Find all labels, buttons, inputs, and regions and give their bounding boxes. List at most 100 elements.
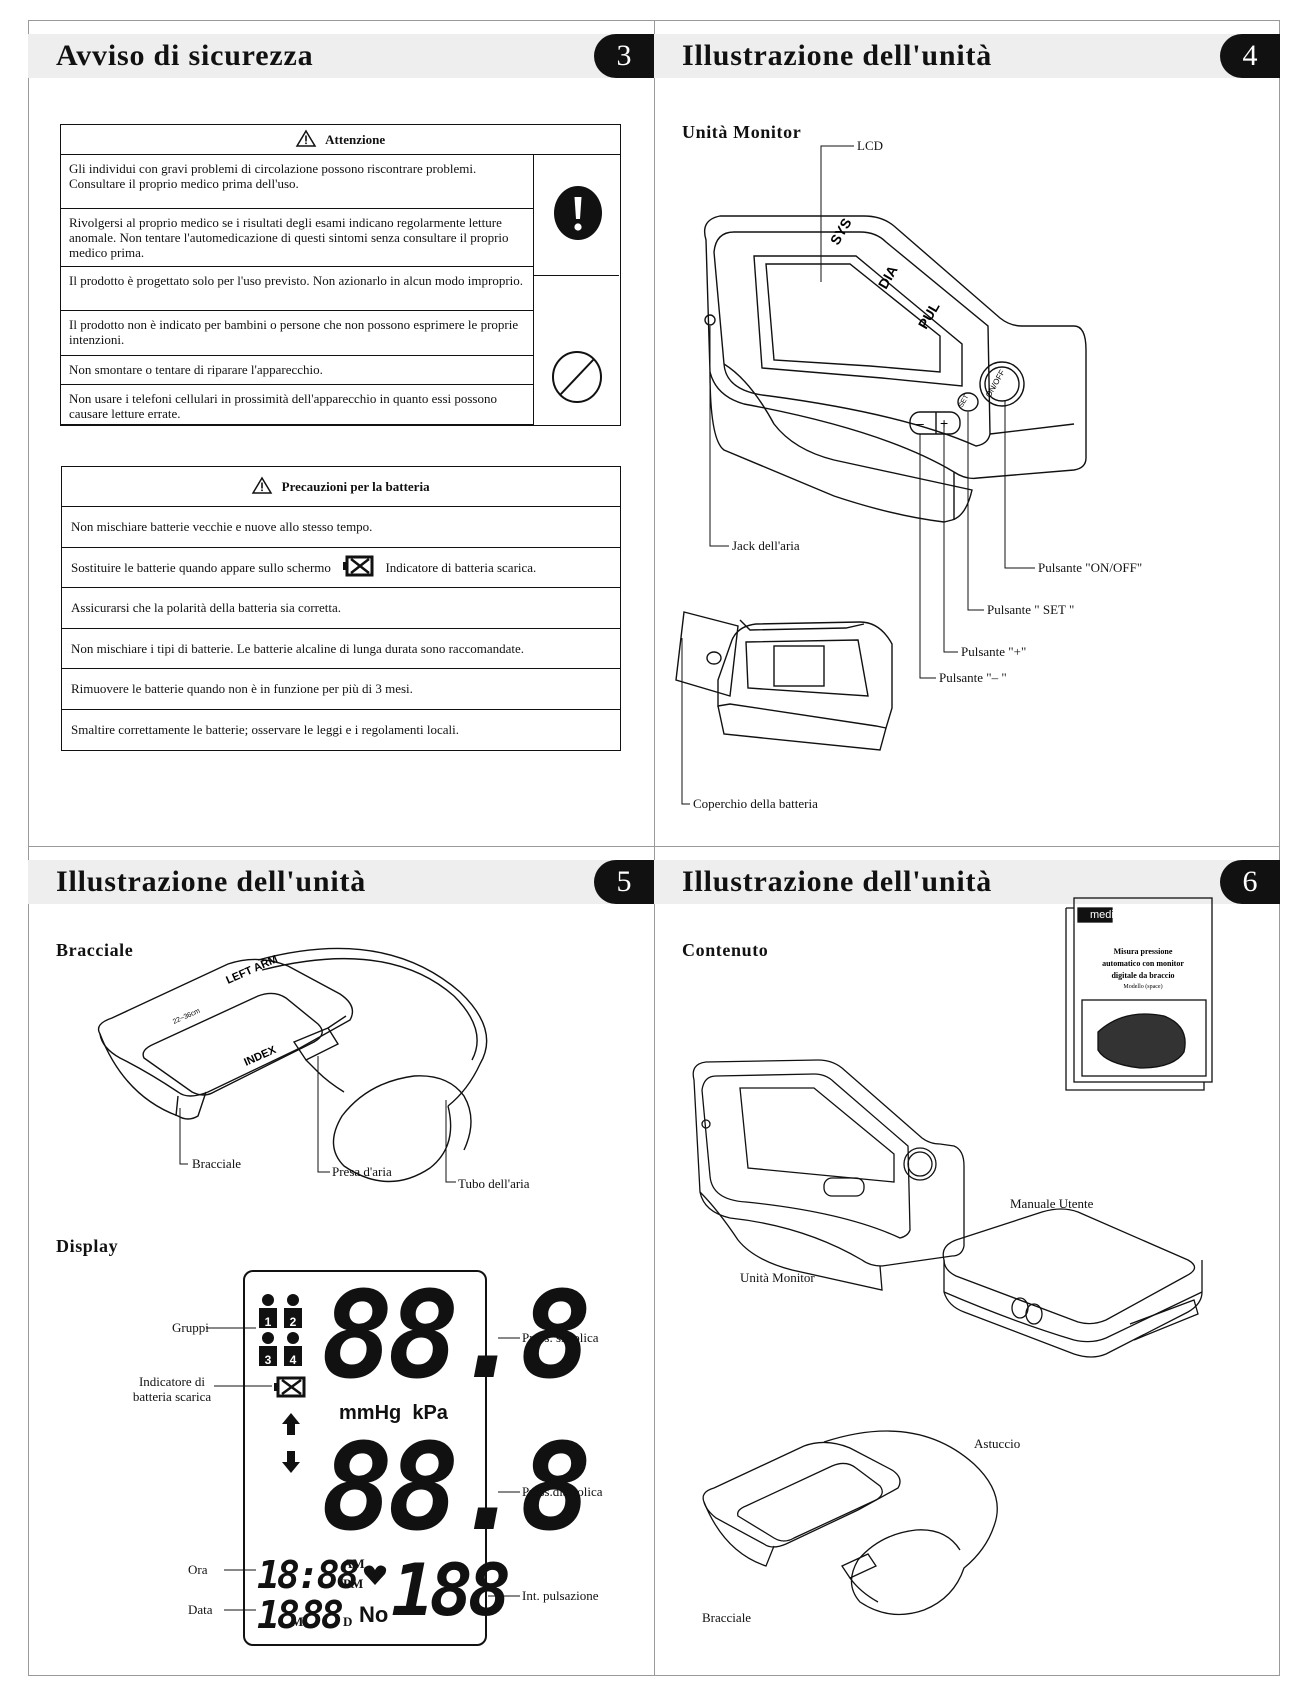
section-subtitle-cuff: Bracciale (56, 940, 134, 960)
monitor-unit-illustration: SYS DIA PUL ON/OFF SET – + (675, 145, 1087, 805)
battery-table: Precauzioni per la batteria Non mischiar… (61, 466, 621, 751)
label-time: Ora (188, 1562, 208, 1577)
page-5: Illustrazione dell'unità 5 Bracciale LEF… (28, 846, 654, 1674)
label-case: Astuccio (974, 1436, 1021, 1451)
manual-title-line4: Modello (space) (1123, 983, 1162, 990)
label-diastolic: Press.diastolica (522, 1484, 603, 1499)
warning-row: Il prodotto è progettato solo per l'uso … (61, 267, 533, 311)
lcd-time-digits: 18:88 (257, 1553, 359, 1597)
vertical-divider (654, 20, 655, 1676)
warning-row: Il prodotto non è indicato per bambini o… (61, 311, 533, 356)
page-number: 4 (1220, 34, 1280, 78)
page-number: 6 (1220, 860, 1280, 904)
arrow-up-icon (282, 1413, 300, 1435)
manual-title-line1: Misura pressione (1114, 947, 1173, 956)
battery-row: Rimuovere le batterie quando non è in fu… (62, 669, 620, 710)
svg-text:3: 3 (265, 1353, 272, 1367)
battery-row: Non mischiare i tipi di batterie. Le bat… (62, 629, 620, 669)
battery-heading: Precauzioni per la batteria (62, 467, 620, 507)
page-title: Illustrazione dell'unità (56, 865, 367, 898)
device-onoff-text: ON/OFF (984, 368, 1007, 399)
device-plus-icon: + (940, 415, 948, 431)
label-groups: Gruppi (172, 1320, 209, 1335)
label-systolic: Press. sistolica (522, 1330, 599, 1345)
svg-text:2: 2 (290, 1315, 297, 1329)
page-3: Avviso di sicurezza 3 Attenzione Gli ind… (28, 20, 654, 848)
display-leader-lines (206, 1327, 520, 1611)
warning-row: Gli individui con gravi problemi di circ… (61, 155, 533, 209)
label-plus-button: Pulsante "+" (961, 644, 1027, 659)
label-onoff-button: Pulsante "ON/OFF" (1038, 560, 1143, 575)
page-6: Illustrazione dell'unità 6 Contenuto (654, 846, 1280, 1674)
device-pul-label: PUL (915, 299, 943, 332)
low-battery-icon (342, 553, 374, 576)
horizontal-divider (28, 846, 1280, 847)
page-4: Illustrazione dell'unità 4 Unità Monitor (654, 20, 1280, 848)
warning-row: Non smontare o tentare di riparare l'app… (61, 356, 533, 385)
label-lcd: LCD (857, 138, 883, 153)
label-date: Data (188, 1602, 213, 1617)
page-3-header: Avviso di sicurezza 3 (28, 34, 654, 78)
exclamation-circle-icon (554, 186, 602, 240)
section-subtitle-display: Display (56, 1236, 119, 1256)
label-cuff: Bracciale (702, 1610, 752, 1625)
manual-title-line3: digitale da braccio (1111, 971, 1174, 980)
lcd-no: No (359, 1602, 389, 1627)
label-user-manual: Manuale Utente (1010, 1196, 1094, 1211)
warning-table: Attenzione Gli individui con gravi probl… (60, 124, 621, 426)
prohibition-icon (552, 351, 602, 403)
warning-triangle-icon (252, 470, 273, 494)
contents-illustrations: medicura Misura pressione automatico con… (692, 897, 1213, 1616)
section-subtitle: Unità Monitor (682, 122, 802, 142)
page-4-header: Illustrazione dell'unità 4 (654, 34, 1280, 78)
page-6-header: Illustrazione dell'unità 6 (654, 860, 1280, 904)
lcd-diastolic-digits: 88.8 (321, 1419, 592, 1558)
battery-row: Non mischiare batterie vecchie e nuove a… (62, 507, 620, 548)
lcd-date-month: 18 (257, 1593, 300, 1637)
warning-heading: Attenzione (61, 125, 620, 155)
svg-text:4: 4 (290, 1353, 297, 1367)
mandatory-icon-cell (533, 155, 619, 276)
arrow-down-icon (282, 1451, 300, 1473)
lcd-systolic-digits: 88.8 (321, 1267, 592, 1406)
lcd-date-day: 88 (301, 1593, 344, 1637)
label-set-button: Pulsante " SET " (987, 602, 1075, 617)
lcd-units: mmHg kPa (339, 1402, 448, 1424)
device-minus-icon: – (916, 415, 924, 431)
page-number: 3 (594, 34, 654, 78)
label-air-tube: Tubo dell'aria (458, 1176, 530, 1191)
warning-body: Gli individui con gravi problemi di circ… (61, 155, 620, 425)
manual-title-line2: automatico con monitor (1102, 959, 1184, 968)
page-5-header: Illustrazione dell'unità 5 (28, 860, 654, 904)
page-title: Illustrazione dell'unità (682, 865, 993, 898)
battery-row: Sostituire le batterie quando appare sul… (62, 548, 620, 588)
section-subtitle: Contenuto (682, 940, 769, 960)
battery-row: Assicurarsi che la polarità della batter… (62, 588, 620, 629)
warning-row: Rivolgersi al proprio medico se i risult… (61, 209, 533, 267)
label-minus-button: Pulsante "– " (939, 670, 1007, 685)
cuff-illustration: LEFT ARM INDEX 22~36cm (97, 947, 488, 1183)
svg-text:1: 1 (265, 1315, 272, 1329)
group-person-icons: 1 2 3 4 (259, 1294, 302, 1367)
lcd-pulse-digits: 188 (391, 1548, 511, 1632)
label-battery-cover: Coperchio della batteria (693, 796, 818, 811)
battery-row: Smaltire correttamente le batterie; osse… (71, 721, 460, 737)
lcd-pm: PM (343, 1576, 364, 1591)
label-cuff: Bracciale (192, 1156, 242, 1171)
lcd-d: D (343, 1614, 353, 1629)
label-monitor-unit: Unità Monitor (740, 1270, 815, 1285)
page-number: 5 (594, 860, 654, 904)
manual-brand-text: medicura (1090, 909, 1136, 921)
low-battery-icon (274, 1376, 306, 1398)
lcd-am: AM (343, 1556, 365, 1571)
page-title: Avviso di sicurezza (56, 39, 314, 72)
label-air-jack: Jack dell'aria (732, 538, 800, 553)
label-air-plug: Presa d'aria (332, 1164, 392, 1179)
prohibition-icon-cell (533, 276, 619, 425)
warning-row: Non usare i telefoni cellulari in prossi… (61, 385, 533, 425)
lcd-m: M (291, 1614, 304, 1629)
lcd-display-diagram: 1 2 3 4 88.8 mmHg kPa 88.8 18:88 AM PM 1… (243, 1270, 592, 1646)
heart-icon (363, 1565, 387, 1585)
device-set-text: SET (958, 393, 971, 409)
label-low-battery: Indicatore di batteria scarica (132, 1374, 212, 1404)
